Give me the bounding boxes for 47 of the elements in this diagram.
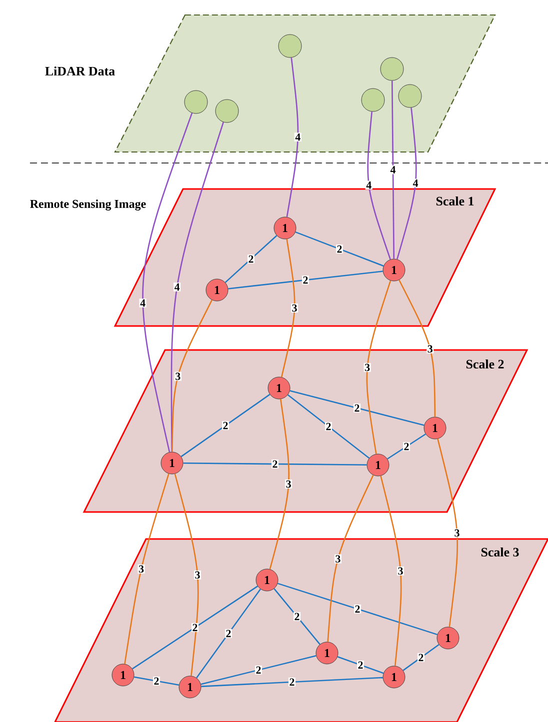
connector-line bbox=[180, 394, 270, 458]
connector-line bbox=[366, 280, 392, 454]
circle-node bbox=[215, 99, 239, 123]
connector-line bbox=[170, 122, 224, 452]
connector-line bbox=[287, 394, 370, 459]
edge-label: 3 bbox=[285, 480, 292, 489]
edge-label: 4 bbox=[365, 180, 372, 190]
connector-line bbox=[367, 112, 391, 260]
connector-line bbox=[290, 390, 424, 426]
connector-line bbox=[183, 462, 367, 466]
connector-line bbox=[172, 300, 212, 452]
node-label: LiDAR Data bbox=[45, 66, 115, 76]
connector-line bbox=[380, 476, 402, 666]
edge-label: 3 bbox=[291, 304, 298, 312]
connector-line bbox=[269, 399, 290, 570]
connector-line bbox=[286, 58, 299, 218]
connector-line bbox=[132, 586, 258, 670]
circle-node bbox=[361, 88, 385, 112]
connector-line bbox=[437, 438, 458, 627]
connector-line bbox=[134, 676, 180, 686]
connector-line bbox=[224, 235, 278, 283]
connector-line bbox=[201, 676, 383, 688]
circle-node bbox=[278, 34, 302, 58]
connector-line bbox=[295, 231, 384, 267]
connector-line bbox=[200, 655, 316, 685]
connector-line bbox=[396, 108, 417, 260]
connector-line bbox=[196, 588, 261, 678]
edge-label: 3 bbox=[426, 344, 434, 354]
circle-node bbox=[380, 57, 404, 81]
edge-label: 4 bbox=[174, 282, 181, 292]
edge-label: 4 bbox=[389, 165, 397, 174]
connector-line bbox=[337, 656, 384, 674]
circle-node bbox=[398, 84, 422, 108]
connector-line bbox=[124, 474, 170, 664]
connector-line bbox=[280, 239, 296, 378]
connector-line bbox=[174, 474, 199, 676]
circle-node bbox=[184, 90, 208, 114]
connector-line bbox=[228, 270, 383, 290]
connector-line bbox=[274, 588, 320, 645]
edge-label: 4 bbox=[412, 178, 420, 188]
connector-line bbox=[278, 582, 438, 636]
edge-label: 3 bbox=[453, 528, 461, 538]
connector-line bbox=[402, 644, 440, 671]
connector-line bbox=[398, 280, 436, 417]
connector-line bbox=[387, 434, 426, 460]
connector-line bbox=[142, 112, 193, 452]
connector-line bbox=[327, 474, 374, 642]
